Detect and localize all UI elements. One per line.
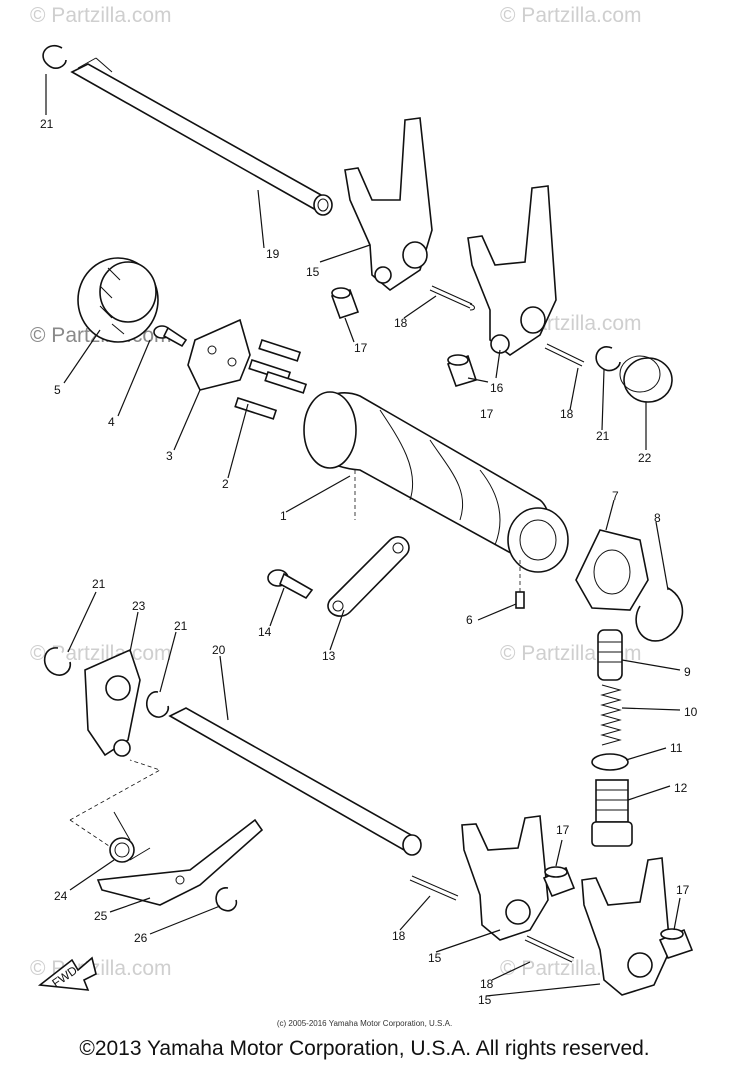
callout-21-lower-a: 21	[92, 577, 106, 591]
callout-26: 26	[134, 931, 148, 945]
dashed-guide-lever	[69, 759, 161, 821]
callout-18-upper: 18	[394, 316, 408, 330]
part-circlip-21-right	[595, 346, 621, 372]
part-cap-22	[619, 355, 673, 403]
callout-1: 1	[280, 509, 287, 523]
callout-23: 23	[132, 599, 146, 613]
part-circlip-26	[215, 887, 238, 912]
leader-lines	[45, 74, 681, 997]
callout-18-mid: 18	[560, 407, 574, 421]
part-washer-11	[591, 753, 629, 771]
part-shift-shaft-20	[168, 707, 422, 856]
part-cotter-pin-18-a	[429, 285, 475, 311]
callout-12: 12	[674, 781, 688, 795]
watermark-top-left: © Partzilla.com	[30, 4, 172, 27]
dashed-guide-spring	[69, 819, 131, 861]
watermark-top-right: © Partzilla.com	[500, 4, 642, 27]
callout-6: 6	[466, 613, 473, 627]
callout-21-top: 21	[40, 117, 54, 131]
part-stopper-plate-13	[327, 536, 410, 617]
part-circlip-21-lower-mid	[146, 691, 170, 718]
part-circlip-21-lower-left	[43, 647, 72, 676]
part-plunger-9	[597, 629, 623, 681]
callout-8: 8	[654, 511, 661, 525]
part-shift-fork-shaft-19	[70, 57, 333, 216]
callout-24: 24	[54, 889, 68, 903]
part-shift-drum-1	[303, 391, 569, 573]
callout-21-right: 21	[596, 429, 610, 443]
callout-3: 3	[166, 449, 173, 463]
callout-5: 5	[54, 383, 61, 397]
callout-4: 4	[108, 415, 115, 429]
part-shift-fork-16-upper	[467, 185, 557, 356]
part-spring-10	[600, 684, 622, 746]
callout-labels: 21 19 15 18 16 17 17 18 21 22 5 4 3 2 1 …	[40, 117, 698, 1007]
callout-20: 20	[212, 643, 226, 657]
part-pins-2	[234, 338, 308, 420]
watermarks: © Partzilla.com © Partzilla.com © Partzi…	[30, 4, 642, 980]
callout-17-lower-b: 17	[676, 883, 690, 897]
callout-25: 25	[94, 909, 108, 923]
callout-15-lower-b: 15	[478, 993, 492, 1007]
part-circlip-21-top	[42, 45, 67, 69]
part-guide-pin-17-a	[330, 287, 360, 320]
callout-15-upper: 15	[306, 265, 320, 279]
part-cotter-pin-18-b	[544, 343, 585, 367]
part-shift-lever-23	[84, 648, 141, 757]
part-cotter-pin-18-c	[409, 875, 459, 901]
fwd-arrow-icon: FWD	[37, 956, 97, 991]
small-copyright-notice: (c) 2005-2016 Yamaha Motor Corporation, …	[276, 1019, 453, 1028]
part-circlip-8	[635, 587, 684, 642]
callout-19: 19	[266, 247, 280, 261]
callout-2: 2	[222, 477, 229, 491]
part-screw-4	[153, 325, 188, 348]
footer-copyright-notice: ©2013 Yamaha Motor Corporation, U.S.A. A…	[79, 1037, 650, 1060]
part-screw-14	[267, 569, 314, 600]
callout-9: 9	[684, 665, 691, 679]
part-torsion-spring-24	[109, 811, 151, 863]
part-guide-pin-17-d	[658, 928, 694, 959]
callout-17-upper: 17	[354, 341, 368, 355]
part-guide-pin-17-b	[446, 354, 478, 387]
part-shift-arm-25	[96, 818, 264, 906]
part-bolt-12	[591, 779, 633, 847]
callout-21-lower-b: 21	[174, 619, 188, 633]
part-shift-fork-15-lower-b	[581, 857, 671, 996]
callout-22: 22	[638, 451, 652, 465]
part-shift-fork-15-upper	[344, 117, 433, 291]
callout-17-mid: 17	[480, 407, 494, 421]
part-bearing-5	[77, 257, 159, 343]
callout-11: 11	[670, 741, 683, 755]
part-shift-cam-7	[575, 529, 649, 611]
callout-10: 10	[684, 705, 698, 719]
part-guide-pin-17-c	[542, 866, 576, 898]
callout-17-lower-a: 17	[556, 823, 570, 837]
callout-16: 16	[490, 381, 504, 395]
callout-18-lower-a: 18	[392, 929, 406, 943]
part-cotter-pin-18-d	[524, 935, 575, 963]
part-shift-fork-15-lower-a	[461, 815, 549, 941]
part-shift-segment-3	[187, 318, 251, 391]
callout-14: 14	[258, 625, 272, 639]
callout-15-lower-a: 15	[428, 951, 442, 965]
callout-7: 7	[612, 489, 619, 503]
callout-13: 13	[322, 649, 336, 663]
part-dowel-pin-6	[515, 591, 525, 609]
callout-18-lower-b: 18	[480, 977, 494, 991]
